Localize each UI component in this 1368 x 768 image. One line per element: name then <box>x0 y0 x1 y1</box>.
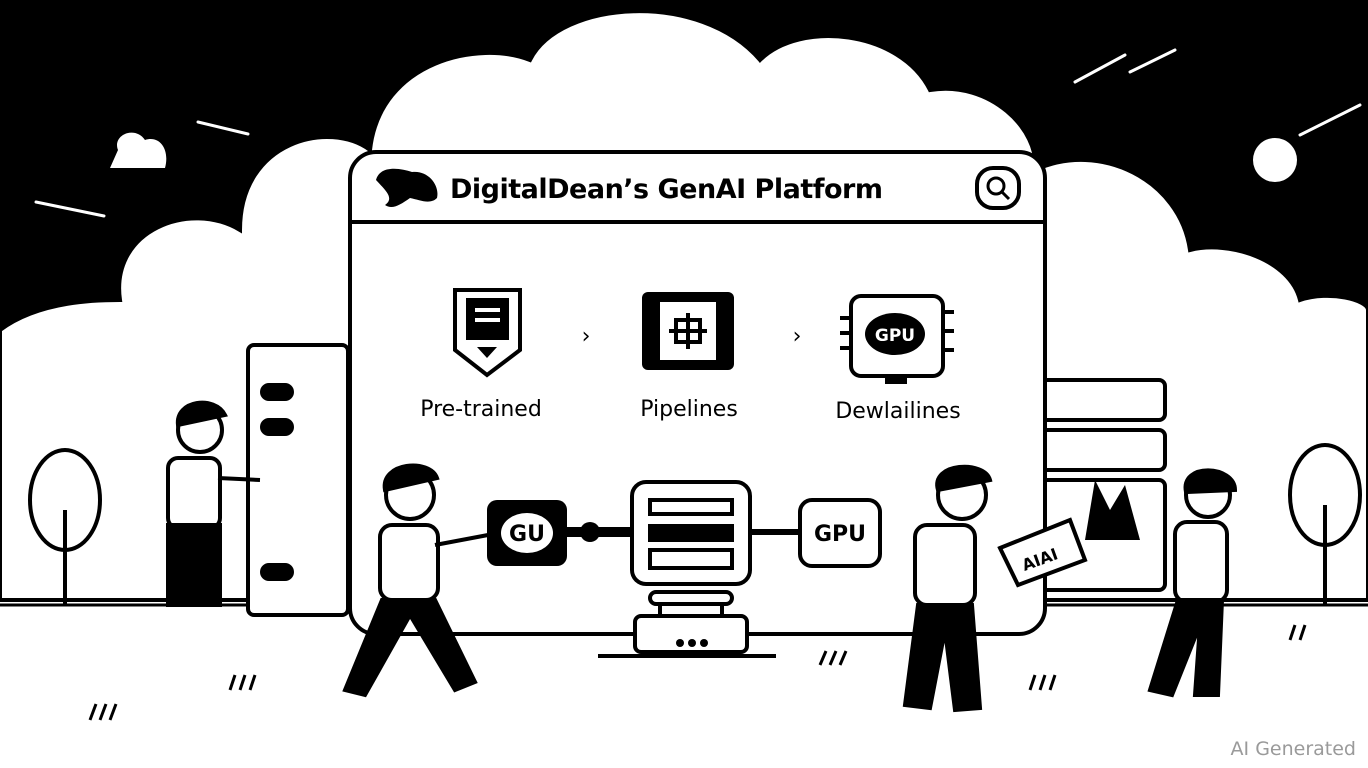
planet-icon <box>1253 138 1297 182</box>
small-cloud-icon <box>110 132 167 168</box>
sky-streaks <box>34 48 1362 218</box>
plant-icon <box>1085 480 1140 540</box>
tree-left <box>28 448 102 605</box>
chevron-right-icon: › <box>793 324 802 349</box>
window-title: DigitalDean’s GenAI Platform <box>450 174 882 205</box>
ai-generated-watermark: AI Generated <box>1230 738 1356 760</box>
person-right-1 <box>902 464 993 713</box>
grass-tufts <box>88 624 1307 721</box>
gpu-badge: GPU <box>875 326 915 346</box>
svg-text:GU: GU <box>509 522 545 547</box>
person-center <box>342 463 489 698</box>
server-unit <box>598 480 776 658</box>
document-download-icon <box>453 288 522 378</box>
gpu-box: GPU <box>798 498 882 568</box>
search-icon[interactable] <box>975 166 1021 210</box>
chevron-right-icon: › <box>582 324 591 349</box>
aiai-sign: AIAI <box>997 517 1088 588</box>
gpu-chip-icon: GPU <box>840 294 954 384</box>
chip-icon <box>642 292 734 370</box>
left-server-rack <box>246 343 350 617</box>
gu-box: GU <box>487 500 567 566</box>
server-dots <box>676 639 708 647</box>
step-label-deployment: Dewlailines <box>835 399 960 424</box>
step-label-pretrained: Pre-trained <box>420 397 542 422</box>
step-label-pipelines: Pipelines <box>640 397 738 422</box>
dolphin-logo-icon <box>376 168 438 208</box>
person-right-2 <box>1147 468 1238 698</box>
person-left <box>166 400 261 607</box>
svg-text:GPU: GPU <box>814 522 866 547</box>
tree-right <box>1288 443 1362 605</box>
